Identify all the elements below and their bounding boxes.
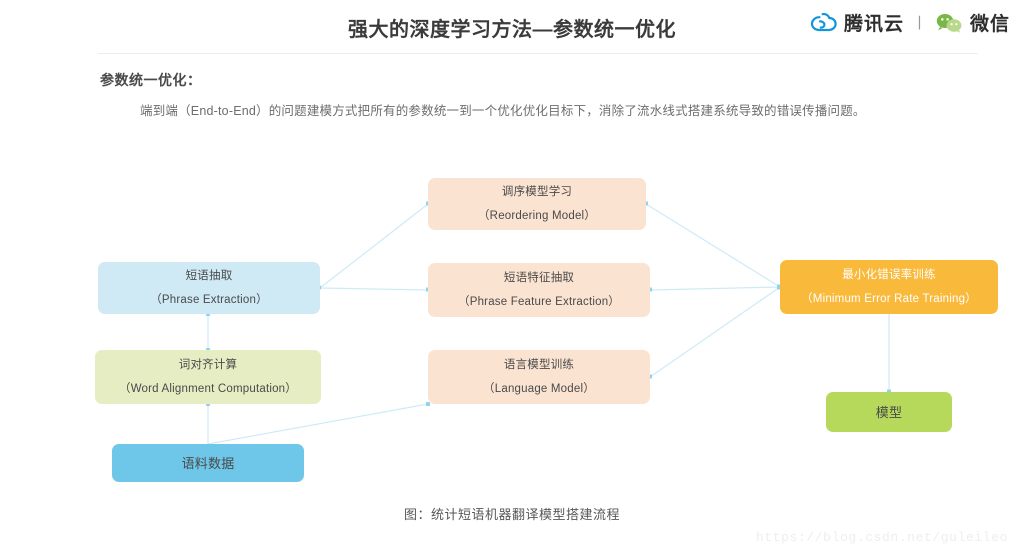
page-header: 强大的深度学习方法—参数统一优化 腾讯云 丨 微信 [0,0,1024,54]
node-label-zh: 最小化错误率训练 [842,268,936,281]
node-phrase-feature-extraction[interactable]: 短语特征抽取 （Phrase Feature Extraction） [428,263,650,317]
node-reordering-model[interactable]: 调序模型学习 （Reordering Model） [428,178,646,230]
node-label-zh: 短语抽取 [185,269,233,282]
node-language-model[interactable]: 语言模型训练 （Language Model） [428,350,650,404]
header-divider [98,53,978,54]
node-label-en: （Reordering Model） [477,209,596,222]
node-label-en: （Phrase Feature Extraction） [458,295,620,308]
section-heading: 参数统一优化： [100,72,202,88]
node-word-alignment-computation[interactable]: 词对齐计算 （Word Alignment Computation） [95,350,321,404]
node-model[interactable]: 模型 [826,392,952,432]
node-phrase-extraction[interactable]: 短语抽取 （Phrase Extraction） [98,262,320,314]
node-label-en: （Language Model） [483,382,595,395]
brand-separator: 丨 [911,15,927,32]
node-corpus-data[interactable]: 语料数据 [112,444,304,482]
node-label-zh: 调序模型学习 [501,185,573,198]
watermark: https://blog.csdn.net/guleileo [755,530,1008,545]
wechat-icon [935,12,963,34]
node-label-en: （Word Alignment Computation） [119,382,297,395]
node-label-zh: 短语特征抽取 [503,271,575,284]
node-label-en: （Minimum Error Rate Training） [801,292,977,305]
brand-lockup: 腾讯云 丨 微信 [810,9,1010,36]
tencent-cloud-icon [810,12,837,33]
body-paragraph: 端到端（End-to-End）的问题建模方式把所有的参数统一到一个优化优化目标下… [140,104,866,118]
node-label-zh: 模型 [875,404,903,420]
node-minimum-error-rate-training[interactable]: 最小化错误率训练 （Minimum Error Rate Training） [780,260,998,314]
node-label-zh: 语言模型训练 [503,358,575,371]
node-label-en: （Phrase Extraction） [150,293,268,306]
wechat-label: 微信 [969,14,1010,35]
node-label-zh: 词对齐计算 [178,358,238,371]
node-label-zh: 语料数据 [181,455,235,471]
page-title: 强大的深度学习方法—参数统一优化 [348,19,676,41]
tencent-cloud-label: 腾讯云 [843,14,904,35]
figure-caption: 图：统计短语机器翻译模型搭建流程 [403,507,620,522]
